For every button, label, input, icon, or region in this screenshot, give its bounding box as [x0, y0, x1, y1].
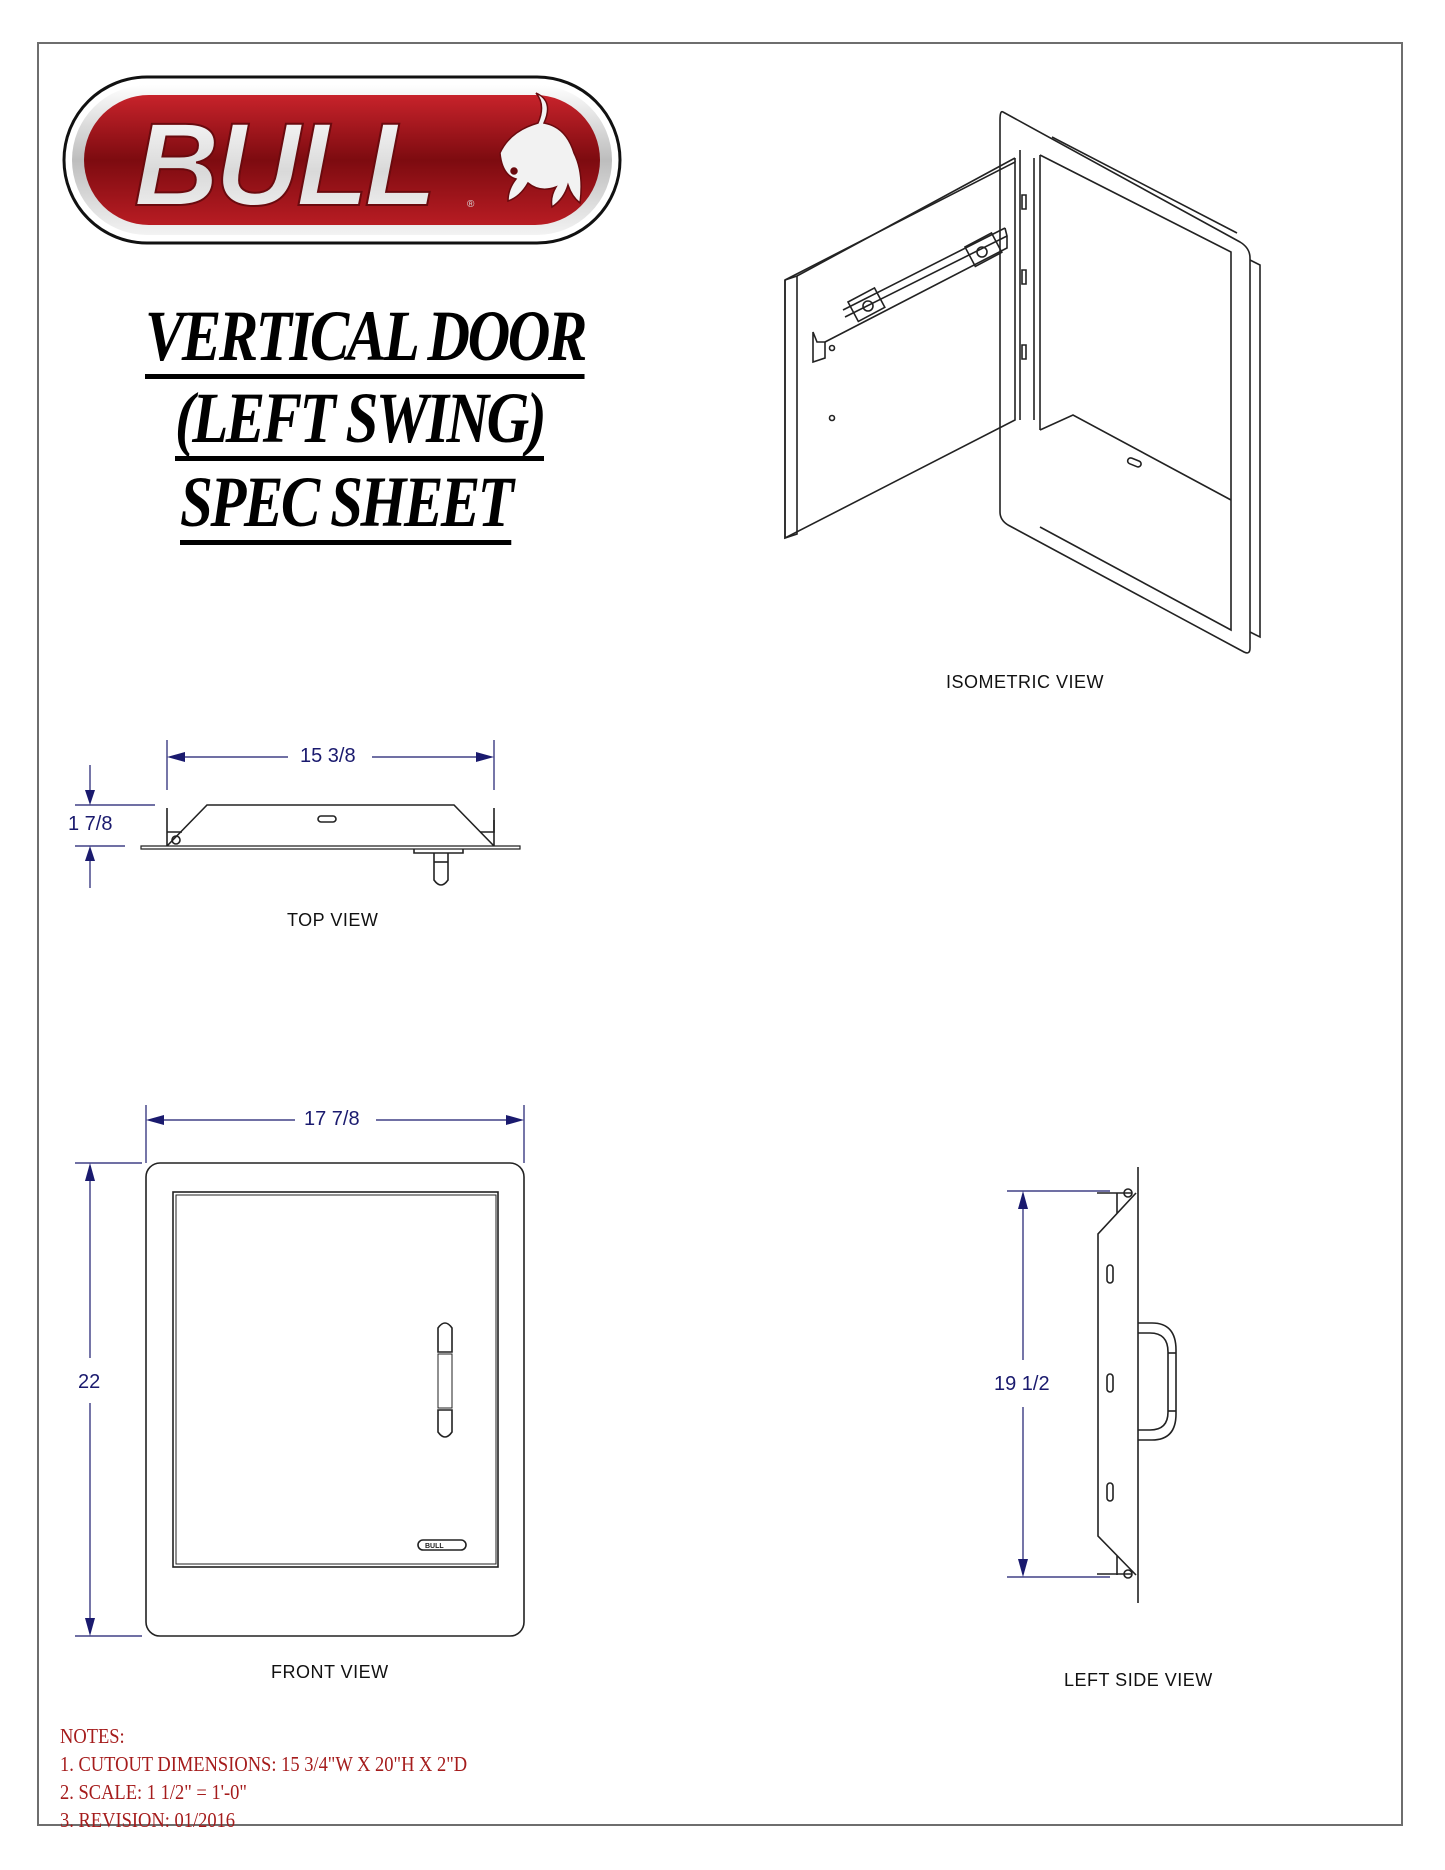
left-side-view-label: LEFT SIDE VIEW [1064, 1670, 1213, 1690]
isometric-view-label: ISOMETRIC VIEW [946, 672, 1105, 692]
charging-bull-icon [499, 92, 582, 209]
top-depth-dimension: 1 7/8 [64, 813, 117, 836]
title-line-3: SPEC SHEET [180, 466, 514, 545]
top-width-dimension: 15 3/8 [296, 745, 360, 768]
title-line-2: (LEFT SWING) [175, 382, 546, 461]
note-item: 2. SCALE: 1 1/2" = 1'-0" [60, 1780, 247, 1804]
side-height-dimension: 19 1/2 [990, 1373, 1054, 1396]
top-view-label: TOP VIEW [287, 910, 379, 930]
page-border [37, 42, 1403, 1826]
svg-text:®: ® [467, 199, 475, 210]
title-line-1: VERTICAL DOOR [145, 300, 587, 379]
front-height-dimension: 22 [74, 1371, 105, 1394]
notes-block: NOTES: 1. CUTOUT DIMENSIONS: 15 3/4"W X … [60, 1722, 467, 1834]
note-item: 3. REVISION: 01/2016 [60, 1808, 236, 1832]
notes-heading: NOTES: [60, 1724, 125, 1748]
logo-text: BULL [134, 99, 433, 231]
bull-logo: BULL ® [62, 75, 622, 245]
front-width-dimension: 17 7/8 [300, 1108, 364, 1131]
note-item: 1. CUTOUT DIMENSIONS: 15 3/4"W X 20"H X … [60, 1752, 468, 1776]
front-view-label: FRONT VIEW [271, 1662, 389, 1682]
